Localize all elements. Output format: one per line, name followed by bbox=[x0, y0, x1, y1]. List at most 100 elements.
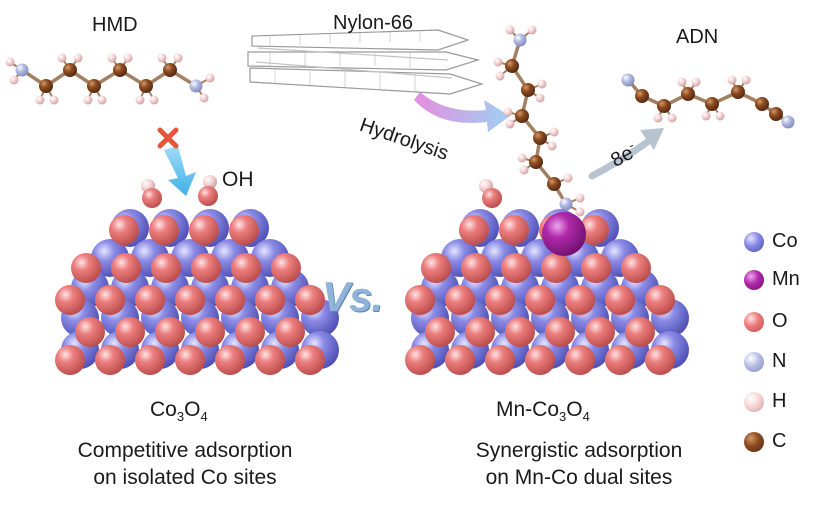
oxygen-atom bbox=[229, 215, 259, 245]
hydrogen-atom bbox=[83, 95, 93, 105]
hydrogen-atom bbox=[537, 79, 547, 89]
carbon-atom bbox=[163, 63, 177, 77]
hydrogen-atom bbox=[173, 53, 183, 63]
hydrogen-atom bbox=[549, 127, 559, 137]
hydrogen-atom bbox=[505, 25, 515, 35]
co-atom-icon bbox=[744, 232, 764, 252]
carbon-atom bbox=[515, 109, 529, 123]
oxygen-atom bbox=[295, 345, 325, 375]
adn-molecule bbox=[621, 73, 795, 129]
oxygen-atom bbox=[485, 345, 515, 375]
oxygen-atom bbox=[111, 253, 141, 283]
carbon-atom bbox=[39, 79, 53, 93]
hydrogen-atom bbox=[653, 113, 663, 123]
nitrogen-atom bbox=[189, 79, 203, 93]
oxygen-atom bbox=[55, 345, 85, 375]
hydrogen-atom bbox=[123, 53, 133, 63]
nitrogen-atom bbox=[513, 33, 527, 47]
oxygen-atom bbox=[485, 285, 515, 315]
co3o4-cluster bbox=[55, 209, 339, 375]
oxygen-atom bbox=[445, 285, 475, 315]
nitrogen-atom bbox=[621, 73, 635, 87]
hydrogen-atom bbox=[563, 173, 573, 183]
legend-label-o: O bbox=[772, 310, 788, 332]
oxygen-atom bbox=[198, 186, 218, 206]
hydrogen-atom bbox=[157, 53, 167, 63]
right-formula-sub4: 4 bbox=[582, 409, 590, 425]
h-atom-icon bbox=[744, 392, 764, 412]
nylon-fiber-bundle bbox=[247, 29, 485, 95]
carbon-atom bbox=[505, 59, 519, 73]
hydrogen-atom bbox=[727, 75, 737, 85]
oxygen-atom bbox=[142, 188, 162, 208]
oxygen-atom bbox=[215, 285, 245, 315]
oxygen-atom bbox=[255, 285, 285, 315]
oxygen-atom bbox=[55, 285, 85, 315]
oxygen-atom bbox=[645, 345, 675, 375]
hydrogen-atom bbox=[527, 25, 537, 35]
right-formula-o: O bbox=[566, 398, 583, 421]
oxygen-atom bbox=[189, 215, 219, 245]
carbon-atom bbox=[705, 97, 719, 111]
right-formula-mnco: Mn-Co bbox=[496, 398, 560, 421]
carbon-atom bbox=[63, 63, 77, 77]
hydrogen-atom bbox=[149, 95, 159, 105]
oxygen-atom bbox=[545, 317, 575, 347]
oxygen-atom bbox=[505, 317, 535, 347]
hydrogen-atom bbox=[517, 153, 527, 163]
carbon-atom bbox=[635, 89, 649, 103]
oxygen-atom bbox=[605, 345, 635, 375]
left-formula-o: O bbox=[184, 398, 201, 421]
carbon-atom bbox=[529, 155, 543, 169]
carbon-atom bbox=[113, 63, 127, 77]
electron-transfer-arrow bbox=[588, 136, 654, 180]
carbon-atom bbox=[755, 97, 769, 111]
left-formula-sub3: 3 bbox=[176, 409, 185, 425]
oxygen-atom bbox=[625, 317, 655, 347]
hydrogen-atom bbox=[57, 53, 67, 63]
oxygen-atom bbox=[271, 253, 301, 283]
hydrogen-atom bbox=[667, 113, 677, 123]
mn-atom-icon bbox=[744, 270, 764, 290]
hydrogen-atom bbox=[35, 95, 45, 105]
oxygen-atom bbox=[621, 253, 651, 283]
oxygen-atom bbox=[75, 317, 105, 347]
oxygen-atom bbox=[465, 317, 495, 347]
carbon-atom bbox=[139, 79, 153, 93]
right-caption-line1: Synergistic adsorption bbox=[475, 439, 683, 462]
hydrogen-atom bbox=[493, 57, 503, 67]
oxygen-atom bbox=[135, 285, 165, 315]
hydrogen-atom bbox=[691, 77, 701, 87]
hmd-label: HMD bbox=[92, 14, 138, 36]
left-caption-line2: on isolated Co sites bbox=[93, 466, 277, 489]
hydrogen-atom bbox=[203, 175, 217, 189]
carbon-atom bbox=[681, 87, 695, 101]
oxygen-atom bbox=[151, 253, 181, 283]
carbon-atom bbox=[533, 131, 547, 145]
legend-label-mn: Mn bbox=[772, 268, 800, 290]
hydrogen-atom bbox=[547, 141, 557, 151]
legend-label-co: Co bbox=[772, 230, 798, 252]
carbon-atom bbox=[547, 177, 561, 191]
catalyst-clusters bbox=[55, 175, 689, 375]
oxygen-atom bbox=[459, 215, 489, 245]
oxygen-atom bbox=[191, 253, 221, 283]
hydroxyl-label: OH bbox=[222, 168, 254, 191]
n-atom-icon bbox=[744, 352, 764, 372]
oxygen-atom bbox=[645, 285, 675, 315]
hmd-molecule bbox=[5, 53, 215, 105]
c-atom-icon bbox=[744, 432, 764, 452]
oxygen-atom bbox=[95, 345, 125, 375]
hydrogen-atom bbox=[495, 71, 505, 81]
hydrogen-atom bbox=[205, 73, 215, 83]
oxygen-atom bbox=[109, 215, 139, 245]
oxygen-atom bbox=[541, 253, 571, 283]
mn-co3o4-cluster bbox=[405, 209, 689, 375]
oxygen-atom bbox=[195, 317, 225, 347]
hydrogen-atom bbox=[505, 119, 515, 129]
hydrogen-atom bbox=[5, 57, 15, 67]
oxygen-atom bbox=[275, 317, 305, 347]
nitrogen-atom bbox=[559, 197, 573, 211]
legend-label-n: N bbox=[772, 350, 787, 372]
